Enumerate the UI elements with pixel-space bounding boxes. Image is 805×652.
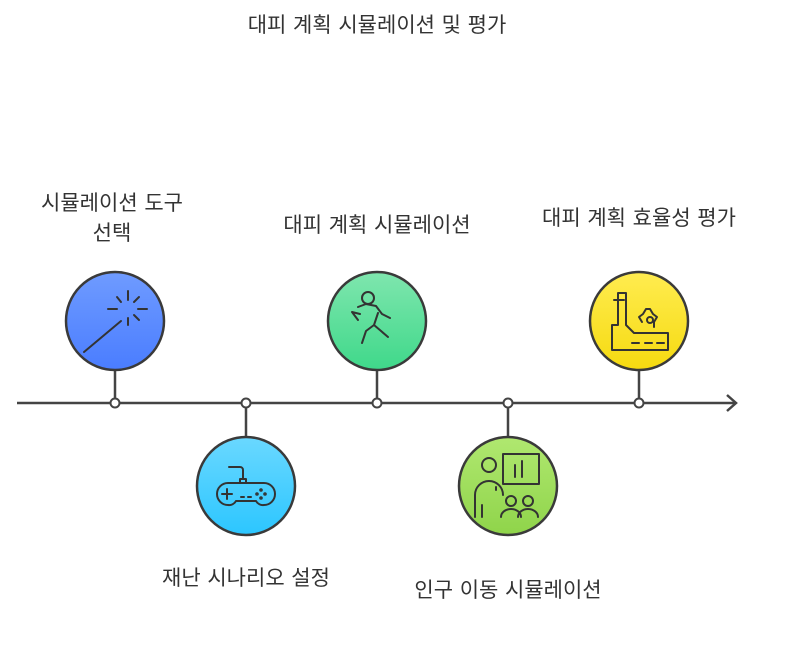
step-circle-5: [588, 270, 690, 372]
step-circle-4: [457, 435, 559, 537]
presentation-audience-icon: [474, 453, 540, 518]
gamepad-icon: [216, 466, 276, 507]
step-label-5: 대피 계획 효율성 평가: [542, 206, 736, 230]
timeline-node: [502, 397, 514, 409]
step-label-2: 재난 시나리오 설정: [162, 566, 330, 590]
step-label-3: 대피 계획 시뮬레이션: [283, 213, 471, 237]
step-label-1: 시뮬레이션 도구 선택: [41, 188, 183, 248]
timeline-node: [371, 397, 383, 409]
step-label-4: 인구 이동 시뮬레이션: [414, 578, 602, 602]
timeline-node: [109, 397, 121, 409]
step-label-1-line2: 선택: [92, 221, 132, 245]
step-label-1-line1: 시뮬레이션 도구: [41, 191, 183, 215]
timeline-node: [240, 397, 252, 409]
axis-arrow-icon: [726, 394, 738, 412]
step-circle-2: [195, 435, 297, 537]
magic-wand-icon: [83, 290, 148, 353]
diagram-title: 대피 계획 시뮬레이션 및 평가: [247, 13, 507, 37]
step-circle-3: [326, 270, 428, 372]
timeline-node: [633, 397, 645, 409]
step-circle-1: [64, 270, 166, 372]
factory-gear-icon: [611, 292, 669, 351]
running-person-icon: [351, 291, 391, 344]
